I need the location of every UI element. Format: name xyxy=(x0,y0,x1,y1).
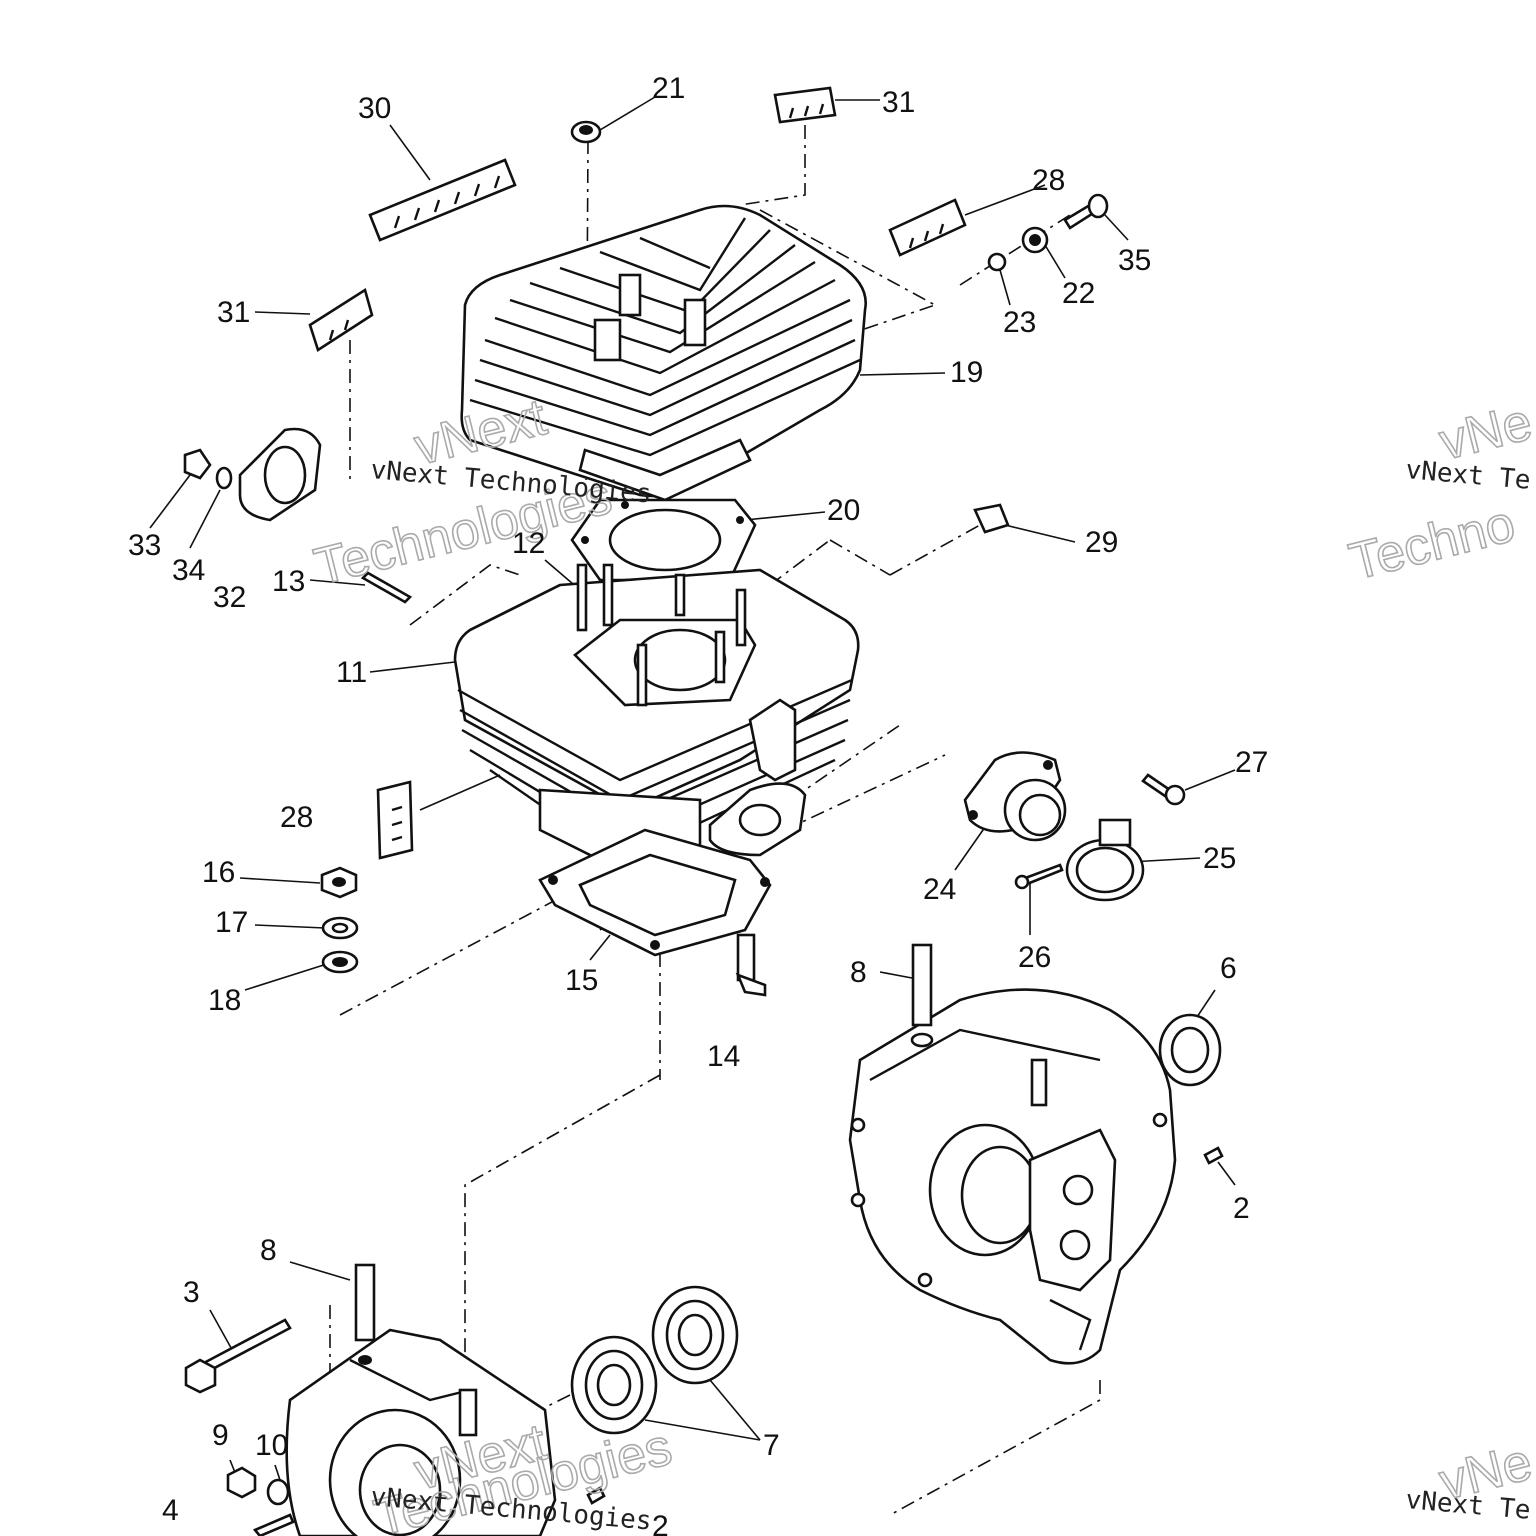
callout-3: 3 xyxy=(183,1276,200,1309)
callout-28-top: 28 xyxy=(1032,164,1065,197)
callout-25: 25 xyxy=(1203,842,1236,875)
bearing-7b xyxy=(651,1285,739,1385)
washer-22 xyxy=(1021,226,1049,254)
screw-26 xyxy=(1014,863,1064,890)
callout-29: 29 xyxy=(1085,526,1118,559)
washer-18 xyxy=(321,950,359,974)
nut-21 xyxy=(570,120,602,144)
seal-6 xyxy=(1158,1013,1222,1087)
cooling-block-31-top xyxy=(773,86,837,124)
stud-13 xyxy=(360,571,413,604)
nut-33 xyxy=(183,448,212,480)
callout-11: 11 xyxy=(336,656,367,689)
base-gasket xyxy=(538,828,772,957)
washer-34 xyxy=(215,466,233,490)
cylinder-head xyxy=(460,204,868,502)
callout-34: 34 xyxy=(172,554,205,587)
callout-10: 10 xyxy=(255,1429,288,1462)
callout-labels: 30 21 31 28 35 22 23 31 19 33 34 32 20 2… xyxy=(128,72,1268,1536)
washer-23 xyxy=(987,252,1007,272)
cooling-block-28-top xyxy=(888,198,967,257)
callout-30: 30 xyxy=(358,92,391,125)
bolt-35 xyxy=(1063,193,1109,230)
callout-6: 6 xyxy=(1220,952,1237,985)
callout-35: 35 xyxy=(1118,244,1151,277)
dowel-2-left xyxy=(586,1486,606,1505)
callout-4: 4 xyxy=(162,1494,179,1527)
callout-7: 7 xyxy=(763,1429,780,1462)
callout-14: 14 xyxy=(707,1040,740,1073)
callout-27: 27 xyxy=(1235,746,1268,779)
callout-17: 17 xyxy=(215,906,248,939)
callout-21: 21 xyxy=(652,72,685,105)
head-gasket xyxy=(570,498,757,582)
stud-8-left xyxy=(354,1263,376,1365)
callout-23: 23 xyxy=(1003,306,1036,339)
callout-12: 12 xyxy=(512,527,545,560)
stud-8-right xyxy=(910,943,934,1048)
callout-32: 32 xyxy=(213,581,246,614)
dowel-2-right xyxy=(1203,1146,1224,1165)
bearing-7a xyxy=(570,1335,658,1435)
clamp-25 xyxy=(1065,818,1145,902)
exhaust-flange-32 xyxy=(238,427,322,522)
screw-27 xyxy=(1141,773,1186,806)
callout-8-right: 8 xyxy=(850,956,867,989)
cooling-block-31-left xyxy=(308,287,374,353)
cooling-block-28-left xyxy=(376,780,414,860)
callout-18: 18 xyxy=(208,984,241,1017)
stud-4 xyxy=(252,1513,295,1536)
callout-2-left: 2 xyxy=(652,1510,669,1536)
watermark-text-right: vNext Te xyxy=(1404,455,1531,496)
callout-13: 13 xyxy=(272,565,305,598)
watermark-hollow-right-2: Techno xyxy=(1344,495,1521,592)
callout-20: 20 xyxy=(827,494,860,527)
crankcase-left xyxy=(285,1328,557,1536)
cooling-block-30 xyxy=(368,158,517,242)
leader-lines xyxy=(149,96,1236,1481)
intake-manifold-24 xyxy=(963,751,1067,842)
callout-33: 33 xyxy=(128,529,161,562)
crankcase-right xyxy=(848,988,1177,1365)
callout-24: 24 xyxy=(923,873,956,906)
callout-8-left: 8 xyxy=(260,1234,277,1267)
callout-28-left: 28 xyxy=(280,801,313,834)
washer-10 xyxy=(266,1478,290,1506)
cooling-block-29 xyxy=(973,503,1010,534)
callout-26: 26 xyxy=(1018,941,1051,974)
lock-washer-17 xyxy=(321,916,359,940)
callout-22: 22 xyxy=(1062,277,1095,310)
fitting-14 xyxy=(735,933,767,997)
callout-2-right: 2 xyxy=(1233,1192,1250,1225)
callout-31-top: 31 xyxy=(882,86,915,119)
callout-9: 9 xyxy=(212,1419,229,1452)
callout-19: 19 xyxy=(950,356,983,389)
callout-31-left: 31 xyxy=(217,296,250,329)
bolt-3 xyxy=(184,1318,292,1394)
bolt-9 xyxy=(226,1466,257,1499)
nut-16 xyxy=(320,866,358,899)
callout-15: 15 xyxy=(565,964,598,997)
callout-16: 16 xyxy=(202,856,235,889)
